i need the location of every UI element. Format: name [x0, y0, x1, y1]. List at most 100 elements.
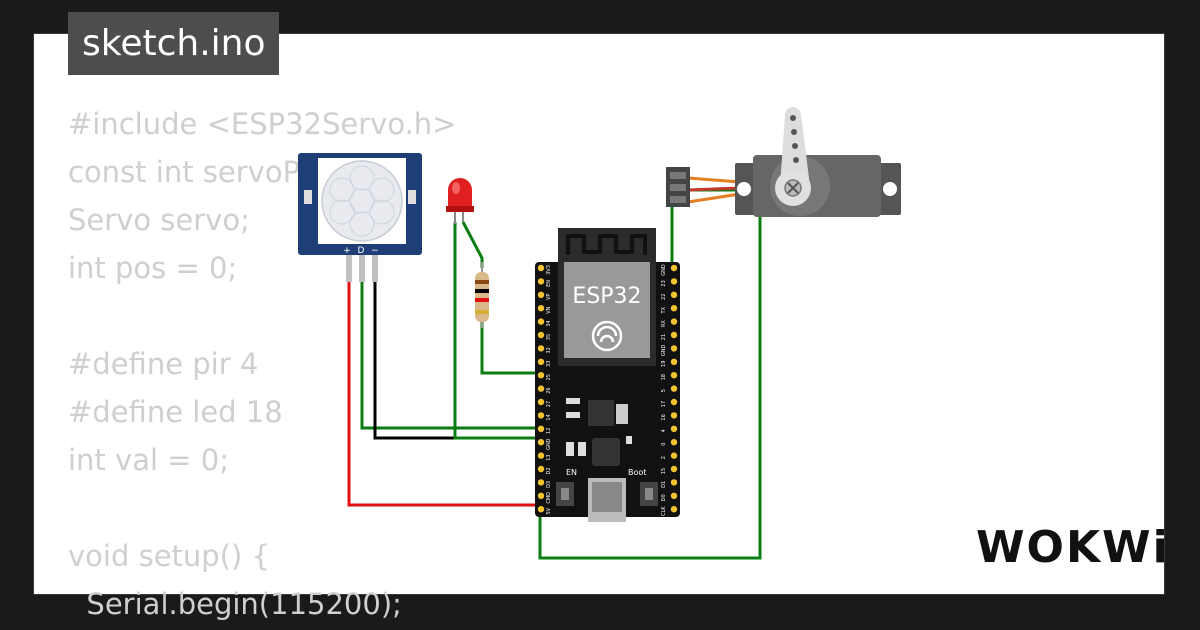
left-pin-label: EN — [546, 280, 552, 287]
esp32-wifi-antenna-icon — [566, 234, 647, 255]
wire-led-resistor — [461, 221, 484, 268]
wokwi-logo-icon: WOKWi — [976, 522, 1170, 573]
right-pin-label: 21 — [661, 334, 667, 340]
right-pin-pad — [670, 479, 678, 486]
file-tab-sketch[interactable]: sketch.ino — [68, 12, 280, 75]
left-pin-label: VP — [546, 294, 552, 300]
pir-sensor[interactable]: + D − — [298, 153, 422, 282]
right-pin-label: 17 — [661, 401, 667, 407]
code-line: Servo servo; — [68, 203, 250, 237]
right-pin-pad — [670, 331, 678, 339]
left-pin-pad — [537, 291, 545, 298]
servo-motor[interactable] — [735, 107, 901, 217]
right-pin-pad — [670, 385, 678, 392]
left-pin-pad — [537, 264, 545, 272]
wokwi-logo-text: WOKWi — [976, 522, 1170, 573]
left-pin-label: 33 — [546, 361, 552, 367]
left-pin-pad — [537, 358, 545, 365]
left-pin-label: 27 — [546, 401, 552, 407]
left-pin-pad — [537, 492, 545, 499]
right-pin-label: 23 — [661, 280, 667, 286]
left-pin-pad — [537, 305, 545, 312]
espressif-logo-icon — [591, 320, 623, 352]
right-pin-pad — [670, 452, 678, 459]
left-pin-pad — [537, 318, 545, 325]
right-pin-label: GND — [661, 345, 667, 357]
wire-servo-orange-1 — [687, 176, 741, 184]
left-pin-label: 3V3 — [546, 265, 552, 275]
right-pin-pad — [670, 291, 678, 298]
right-pin-label: D1 — [661, 481, 667, 488]
en-button-label: EN — [566, 468, 577, 477]
right-pin-pad — [670, 278, 678, 285]
left-pin-label: 5V — [546, 507, 552, 514]
resistor[interactable] — [475, 262, 489, 328]
left-pin-label: 32 — [546, 347, 552, 353]
right-pin-label: 5 — [661, 389, 667, 392]
right-pin-label: GND — [661, 264, 667, 276]
right-pin-label: RX — [661, 320, 667, 327]
right-pin-label: 2 — [661, 456, 667, 459]
esp32-module-label: ESP32 — [572, 284, 641, 309]
left-pin-pad — [537, 465, 545, 473]
code-line: #include <ESP32Servo.h> — [68, 107, 457, 141]
wire-servo-orange-3 — [687, 192, 741, 204]
left-pin-pad — [537, 372, 545, 379]
right-pin-label: D0 — [661, 494, 667, 501]
left-pin-pad — [537, 425, 545, 432]
left-pin-label: 26 — [546, 387, 552, 393]
right-pin-pad — [670, 412, 678, 419]
wire-pir-gnd — [373, 280, 540, 440]
left-pin-pad — [537, 412, 545, 419]
right-pin-pad — [670, 264, 678, 272]
right-pin-label: 19 — [661, 361, 667, 367]
boot-button-label: Boot — [628, 468, 646, 477]
left-pin-pad — [537, 506, 545, 513]
right-pin-pad — [670, 492, 678, 499]
code-line: int val = 0; — [68, 443, 229, 477]
right-pin-pad — [670, 398, 678, 406]
red-led[interactable] — [446, 178, 474, 224]
right-pin-pad — [670, 506, 678, 513]
right-pin-pad — [670, 305, 678, 312]
right-pin-label: TX — [661, 306, 667, 314]
left-pin-label: 12 — [546, 428, 552, 434]
left-pin-label: 14 — [546, 414, 552, 420]
right-pin-label: CLK — [661, 506, 667, 516]
left-pin-label: VN — [546, 306, 552, 313]
left-pin-label: 35 — [546, 334, 552, 340]
left-pin-pad — [537, 398, 545, 406]
left-pin-pad — [537, 385, 545, 392]
code-line: Serial.begin(115200); — [68, 587, 402, 621]
right-pin-pad — [670, 358, 678, 365]
esp32-board[interactable]: ESP32 3V3ENVPVN343532332526271412GND13D2… — [535, 228, 680, 522]
code-line: void setup() { — [68, 539, 270, 573]
right-pin-label: 18 — [661, 374, 667, 380]
left-pin-pad — [537, 439, 545, 446]
left-pin-header: 3V3ENVPVN343532332526271412GND13D2D3CMD5… — [537, 264, 552, 515]
left-pin-label: 34 — [546, 320, 552, 326]
wire-servo-orange-2 — [687, 186, 741, 192]
code-line: int pos = 0; — [68, 251, 238, 285]
right-pin-label: 0 — [661, 443, 667, 446]
right-pin-label: 4 — [661, 429, 667, 432]
pir-pin-label-data: D — [358, 246, 365, 256]
wire-pir-vcc — [347, 280, 538, 507]
left-pin-label: D3 — [546, 481, 552, 488]
left-pin-pad — [537, 345, 545, 352]
left-pin-label: 25 — [546, 374, 552, 380]
right-pin-pad — [670, 345, 678, 352]
left-pin-pad — [537, 479, 545, 486]
pir-pin-label-vcc: + — [343, 246, 351, 256]
left-pin-pad — [537, 278, 545, 285]
right-pin-pad — [670, 439, 678, 446]
right-pin-pad — [670, 372, 678, 379]
servo-screw-icon — [784, 179, 802, 197]
right-pin-pad — [670, 465, 678, 473]
code-line: #define led 18 — [68, 395, 283, 429]
wire-led-cathode — [453, 222, 540, 440]
wire-servo-gnd — [538, 188, 762, 560]
left-pin-label: GND — [546, 438, 552, 450]
